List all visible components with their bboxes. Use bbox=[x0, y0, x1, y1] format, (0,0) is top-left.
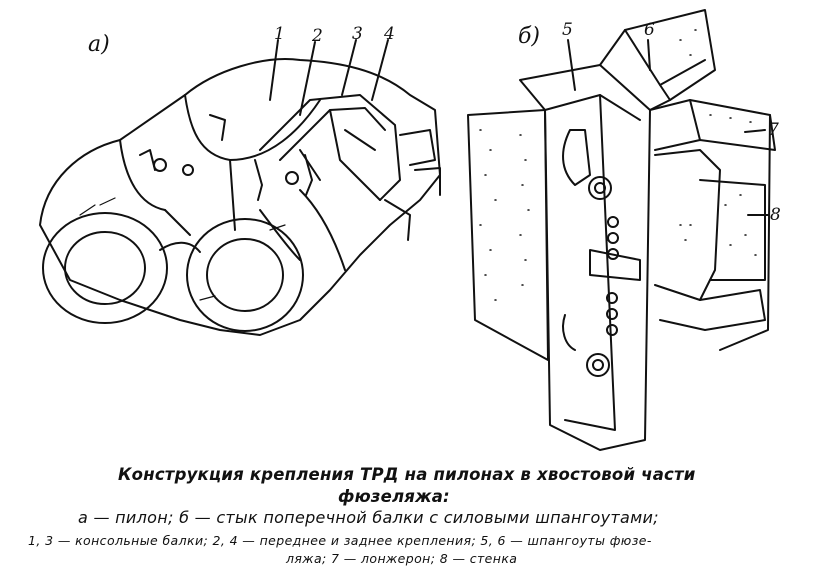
callout-1: 1 bbox=[274, 24, 285, 44]
callout-7: 7 bbox=[768, 120, 779, 140]
callout-8: 8 bbox=[770, 205, 781, 225]
pylon-drawing bbox=[39, 39, 441, 336]
engine-mount-illustration: а) б) 1 2 3 4 5 6 7 8 bbox=[39, 9, 781, 451]
callout-4: 4 bbox=[384, 24, 395, 44]
callout-2: 2 bbox=[312, 26, 323, 46]
panel-b-label: б) bbox=[518, 24, 541, 49]
callout-3: 3 bbox=[352, 24, 363, 44]
caption-subtitle: а — пилон; б — стык поперечной балки с с… bbox=[78, 508, 659, 527]
joint-drawing bbox=[467, 9, 776, 451]
caption-legend-line2: ляжа; 7 — лонжерон; 8 — стенка bbox=[286, 551, 518, 566]
callout-6: 6 bbox=[644, 20, 655, 40]
caption-title: Конструкция крепления ТРД на пилонах в х… bbox=[118, 464, 808, 508]
caption-legend-line1: 1, 3 — консольные балки; 2, 4 — переднее… bbox=[28, 533, 652, 548]
caption-title-line2: фюзеляжа: bbox=[338, 487, 450, 506]
caption-title-line1: Конструкция крепления ТРД на пилонах в х… bbox=[118, 465, 696, 484]
technical-drawing bbox=[39, 9, 776, 451]
callout-5: 5 bbox=[562, 20, 573, 40]
caption-legend: 1, 3 — консольные балки; 2, 4 — переднее… bbox=[28, 532, 808, 568]
panel-a-label: а) bbox=[88, 32, 110, 57]
